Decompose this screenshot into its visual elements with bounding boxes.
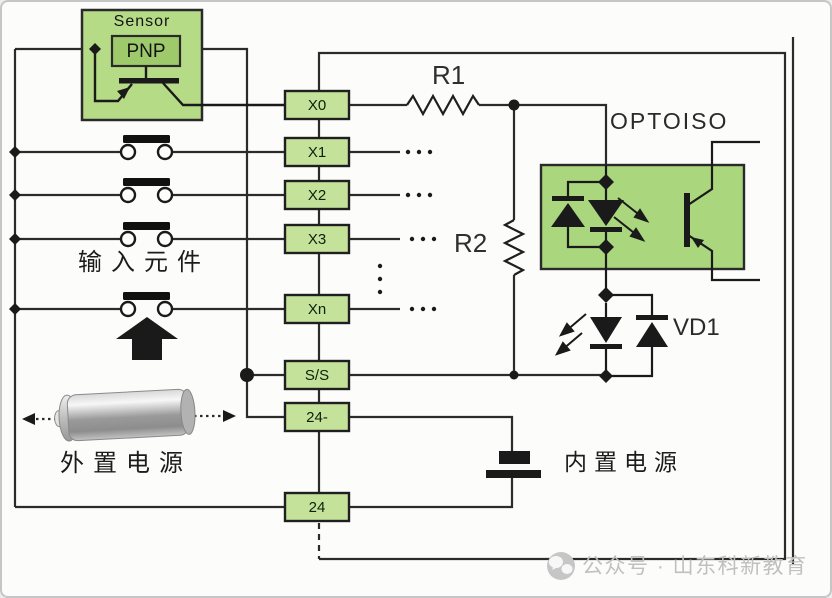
internal-power-label: 内置电源 xyxy=(564,449,684,475)
terminal-label-x3: X3 xyxy=(307,231,327,248)
x0-row-wire xyxy=(349,103,608,165)
switch-xn xyxy=(119,292,174,318)
external-power-label: 外置电源 xyxy=(60,450,192,477)
opto-led-right xyxy=(588,200,624,226)
resistor-r2 xyxy=(502,219,526,276)
junction-dots xyxy=(240,99,520,382)
phototransistor-symbol xyxy=(684,140,760,282)
r1-label: R1 xyxy=(432,60,466,90)
indicator-led xyxy=(590,317,622,343)
pnp-transistor-symbol xyxy=(89,43,285,107)
switch-x2 xyxy=(119,178,174,204)
opto-led-left xyxy=(551,203,585,227)
input-switches xyxy=(119,135,174,318)
bus-junction-dots xyxy=(9,146,21,315)
light-arrows xyxy=(613,197,650,242)
switch-x1 xyxy=(119,135,174,161)
vd1-symbol xyxy=(554,287,668,383)
battery-left-arrow xyxy=(22,413,35,425)
sensor-title: Sensor xyxy=(113,13,171,30)
terminal-label-24: 24 xyxy=(308,499,326,516)
pnp-emitter-arrow xyxy=(117,87,130,99)
terminal-label-ss: S/S xyxy=(304,367,330,384)
wechat-icon xyxy=(547,552,575,580)
terminal-label-xn: Xn xyxy=(307,301,327,318)
terminal-label-x1: X1 xyxy=(307,144,327,161)
terminal-box-x1 xyxy=(283,136,351,168)
terminal-box-x0 xyxy=(283,89,351,121)
up-arrow xyxy=(116,317,178,360)
continuation-dots xyxy=(377,149,437,312)
r2-label: R2 xyxy=(454,228,488,258)
pnp-supply-wire xyxy=(180,47,285,419)
terminal-label-24m: 24- xyxy=(306,409,328,426)
internal-power-wire xyxy=(349,415,514,509)
optocoupler-symbol xyxy=(551,140,760,295)
watermark-text: 公众号 · 山东科新教育 xyxy=(582,555,808,578)
pnp-label: PNP xyxy=(126,41,166,62)
pnp-box xyxy=(110,34,182,68)
terminal-box-24m xyxy=(283,401,351,433)
vd1-diode xyxy=(636,322,668,347)
optoiso-label: OPTOISO xyxy=(610,108,729,134)
led-light-arrows xyxy=(554,313,587,356)
wiring xyxy=(13,37,795,565)
external-battery xyxy=(54,388,196,442)
terminal-label-x2: X2 xyxy=(307,187,327,204)
terminal-label-x0: X0 xyxy=(307,97,327,114)
terminal-box-xn xyxy=(283,293,351,325)
battery-right-arrow xyxy=(223,410,236,422)
internal-battery-symbol xyxy=(486,451,541,478)
top-right-loop xyxy=(317,51,787,561)
terminal-box-x2 xyxy=(283,179,351,211)
sensor-junction-dot xyxy=(89,43,101,55)
terminal-box-x3 xyxy=(283,223,351,255)
hidden-row-stubs xyxy=(349,150,400,311)
vd1-label: VD1 xyxy=(673,314,720,341)
symbols xyxy=(9,43,760,580)
terminal-box-24 xyxy=(283,491,351,523)
switch-row-wires xyxy=(15,150,285,311)
resistor-r1 xyxy=(406,93,480,117)
input-elements-label: 输入元件 xyxy=(78,249,210,276)
terminal-box-ss xyxy=(283,359,351,391)
switch-x3 xyxy=(119,222,174,248)
